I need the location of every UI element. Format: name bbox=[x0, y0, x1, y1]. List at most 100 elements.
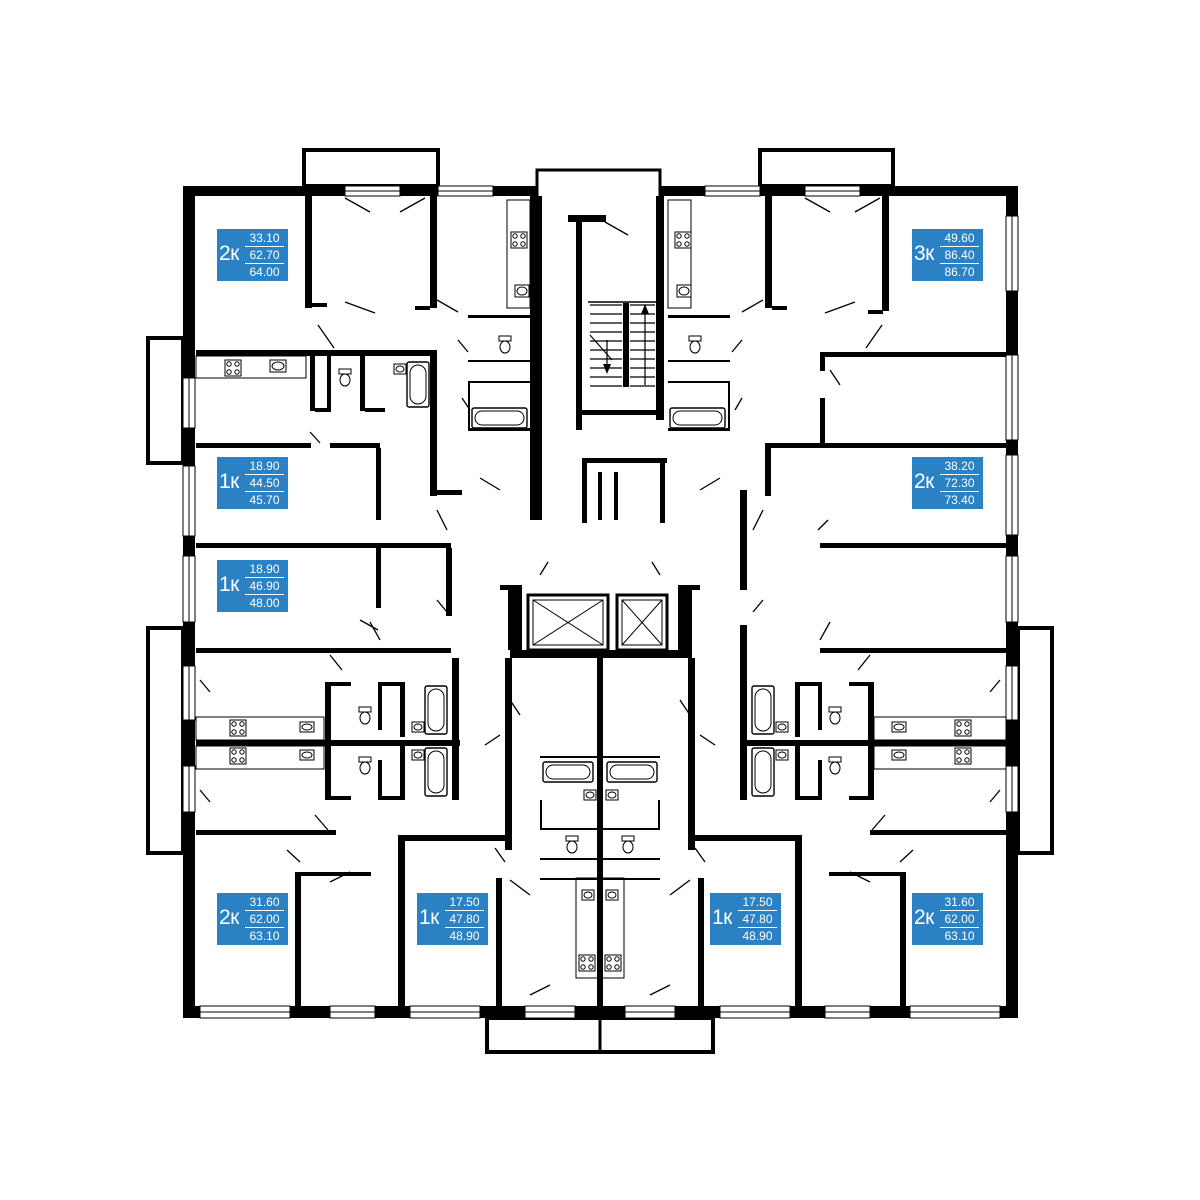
wall bbox=[795, 682, 800, 737]
wall bbox=[790, 1006, 825, 1018]
elevator-cross bbox=[532, 599, 604, 646]
wall bbox=[400, 682, 405, 737]
wall bbox=[382, 682, 400, 686]
sink-icon bbox=[605, 789, 619, 801]
sink-icon bbox=[775, 749, 789, 761]
wall bbox=[310, 356, 315, 411]
toilet-tank-icon bbox=[358, 756, 372, 763]
area-figures: 18.90 44.50 45.70 bbox=[243, 458, 286, 508]
sink-basin-icon bbox=[585, 791, 595, 799]
sink-basin-icon bbox=[516, 286, 528, 296]
wall bbox=[698, 878, 704, 1006]
bathtub-icon bbox=[542, 761, 594, 783]
arrow-up-icon bbox=[641, 304, 649, 314]
door-swing bbox=[669, 879, 691, 896]
burner-icon bbox=[614, 956, 620, 962]
area-value: 63.10 bbox=[944, 929, 975, 943]
wall bbox=[868, 310, 883, 314]
wall bbox=[290, 1006, 330, 1018]
area-figures: 31.60 62.00 63.10 bbox=[938, 894, 981, 944]
wall bbox=[508, 585, 522, 650]
area-figures: 49.60 86.40 86.70 bbox=[938, 230, 981, 280]
apartment-label-bottom-center-left: 1к 17.50 47.80 48.90 bbox=[417, 893, 488, 945]
partition bbox=[468, 315, 530, 318]
area-value: 48.90 bbox=[742, 929, 773, 943]
wall bbox=[740, 740, 1006, 746]
wall bbox=[496, 878, 502, 1006]
door-swing bbox=[457, 339, 469, 353]
burner-icon bbox=[588, 956, 594, 962]
stove-icon bbox=[674, 231, 692, 249]
wall bbox=[576, 222, 582, 430]
door-swing bbox=[989, 789, 1001, 803]
partition bbox=[668, 381, 730, 383]
toilet-icon bbox=[622, 840, 634, 854]
wall bbox=[405, 835, 505, 841]
wall bbox=[196, 648, 451, 653]
wall bbox=[740, 490, 747, 590]
area-figures: 38.20 72.30 73.40 bbox=[938, 458, 981, 508]
door-swing bbox=[649, 984, 671, 996]
door-swing bbox=[509, 699, 521, 716]
wall bbox=[183, 428, 195, 466]
door-swing bbox=[484, 734, 501, 746]
wall bbox=[493, 186, 537, 196]
area-value: 62.70 bbox=[245, 247, 284, 264]
bathtub-basin-icon bbox=[545, 764, 591, 780]
toilet-icon bbox=[566, 840, 578, 854]
wall bbox=[315, 408, 327, 412]
bathtub-basin-icon bbox=[427, 688, 445, 732]
toilet-icon bbox=[339, 373, 351, 387]
area-value: 17.50 bbox=[738, 894, 777, 911]
toilet-icon bbox=[359, 761, 371, 775]
burner-icon bbox=[226, 361, 232, 367]
wall bbox=[325, 746, 331, 800]
burner-icon bbox=[239, 721, 245, 727]
area-figures: 17.50 47.80 48.90 bbox=[443, 894, 486, 944]
wall bbox=[1006, 291, 1018, 355]
burner-icon bbox=[606, 956, 612, 962]
wall bbox=[376, 548, 381, 608]
area-value: 62.00 bbox=[940, 911, 979, 928]
area-value: 44.50 bbox=[245, 475, 284, 492]
partition bbox=[468, 381, 470, 428]
door-swing bbox=[824, 301, 856, 314]
area-value: 18.90 bbox=[245, 458, 284, 475]
kitchen-counter bbox=[195, 355, 307, 379]
apartment-label-left-upper: 1к 18.90 44.50 45.70 bbox=[217, 457, 288, 509]
wall bbox=[376, 448, 381, 520]
wall bbox=[656, 196, 664, 420]
area-value: 31.60 bbox=[940, 894, 979, 911]
sink-basin-icon bbox=[271, 361, 285, 371]
door-swing bbox=[309, 431, 321, 444]
door-swing bbox=[329, 654, 343, 671]
toilet-tank-icon bbox=[498, 335, 512, 342]
partition bbox=[468, 428, 530, 431]
bathtub-basin-icon bbox=[409, 364, 427, 405]
partition bbox=[540, 878, 597, 880]
area-value: 18.90 bbox=[245, 561, 284, 578]
wall bbox=[760, 186, 805, 196]
wall bbox=[305, 196, 312, 308]
wall bbox=[382, 796, 400, 800]
partition bbox=[603, 878, 660, 880]
partition bbox=[728, 381, 730, 428]
sink-icon bbox=[891, 749, 907, 761]
wall bbox=[800, 796, 818, 800]
wall bbox=[183, 186, 345, 196]
toilet-tank-icon bbox=[621, 835, 635, 842]
burner-icon bbox=[512, 233, 518, 239]
burner-icon bbox=[234, 369, 240, 375]
kitchen-counter bbox=[873, 716, 1007, 741]
burner-icon bbox=[580, 956, 586, 962]
area-value: 17.50 bbox=[445, 894, 484, 911]
sink-basin-icon bbox=[301, 723, 313, 731]
wall bbox=[378, 682, 382, 730]
bathtub-icon bbox=[606, 761, 658, 783]
area-value: 73.40 bbox=[944, 493, 975, 507]
area-figures: 33.10 62.70 64.00 bbox=[243, 230, 286, 280]
wall bbox=[325, 682, 331, 740]
area-value: 46.90 bbox=[245, 578, 284, 595]
wall bbox=[868, 682, 874, 740]
